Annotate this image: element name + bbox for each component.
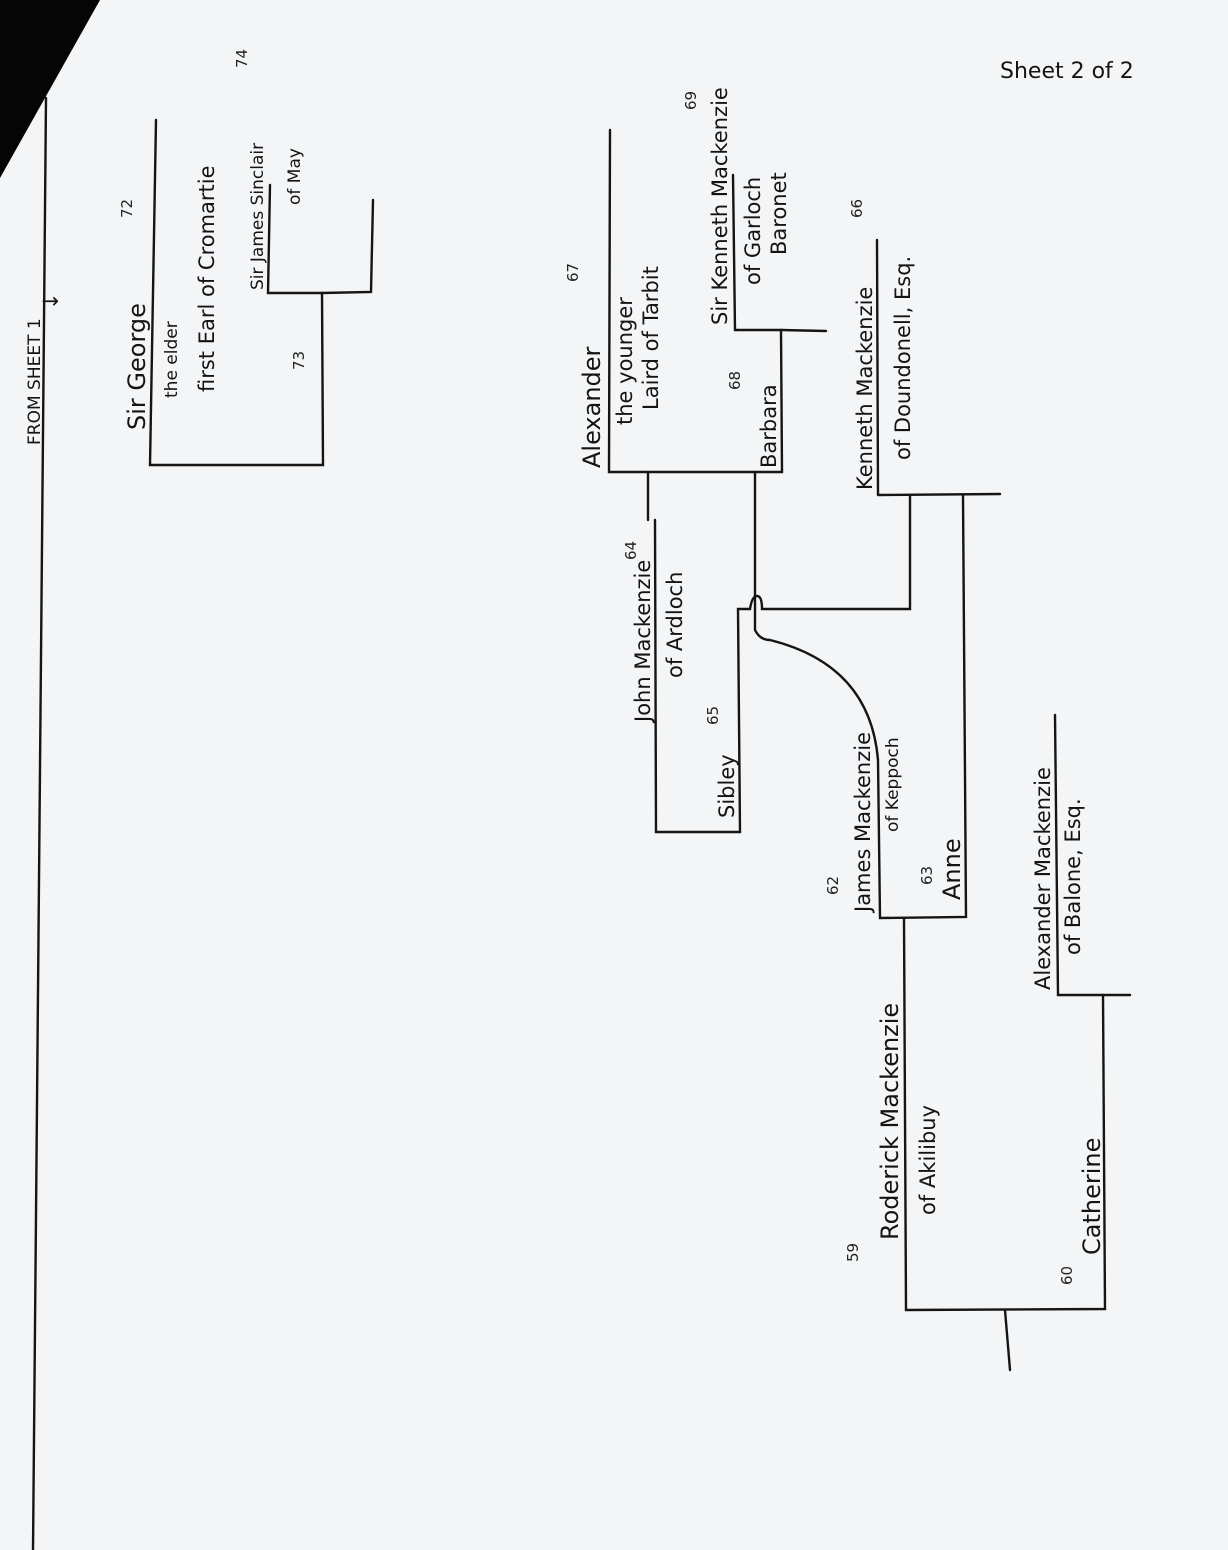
sheet-label: Sheet 2 of 2 <box>1000 59 1134 84</box>
from-sheet-label: FROM SHEET 1 <box>25 318 45 445</box>
ref-68: 68 <box>726 371 744 390</box>
catherine-name: Catherine <box>1078 1138 1106 1255</box>
connector-lines <box>148 118 1132 1372</box>
alexander-name: Alexander <box>578 346 606 468</box>
ref-60: 60 <box>1058 1266 1076 1285</box>
alexander-line2: the younger <box>613 297 637 425</box>
scan-corner-fold <box>0 0 100 178</box>
sir-kenneth-name: Sir Kenneth Mackenzie <box>708 87 732 325</box>
alexander-balone-line2: of Balone, Esq. <box>1061 798 1085 955</box>
sir-george-title: first Earl of Cromartie <box>195 165 219 392</box>
ref-73: 73 <box>290 351 308 370</box>
sir-george-name: Sir George <box>123 303 151 430</box>
sir-kenneth-line3: Baronet <box>767 172 791 255</box>
roderick-line2: of Akilibuy <box>916 1105 940 1215</box>
sir-kenneth-line2: of Garloch <box>741 177 765 285</box>
ref-72: 72 <box>118 199 136 218</box>
sir-james-sinclair-line2: of May <box>285 148 305 205</box>
kenneth-name: Kenneth Mackenzie <box>853 287 877 490</box>
john-name: John Mackenzie <box>631 560 655 724</box>
kenneth-line2: of Doundonell, Esq. <box>891 256 915 460</box>
ref-64: 64 <box>622 541 640 560</box>
ref-65: 65 <box>704 706 722 725</box>
margin-line <box>31 96 48 1550</box>
ref-66: 66 <box>848 199 866 218</box>
ref-74: 74 <box>233 49 251 68</box>
sir-george-line2: the elder <box>162 321 182 398</box>
alexander-line3: Laird of Tarbit <box>639 266 663 410</box>
barbara-name: Barbara <box>757 384 781 468</box>
james-line2: of Keppoch <box>883 737 903 832</box>
sibley-name: Sibley <box>715 754 739 818</box>
roderick-name: Roderick Mackenzie <box>876 1003 904 1240</box>
ref-62: 62 <box>824 876 842 895</box>
ref-63: 63 <box>918 866 936 885</box>
ref-69: 69 <box>682 91 700 110</box>
down-arrow-icon: ↓ <box>39 292 63 310</box>
alexander-balone-name: Alexander Mackenzie <box>1031 767 1055 990</box>
james-name: James Mackenzie <box>851 732 875 914</box>
sir-james-sinclair-name: Sir James Sinclair <box>248 143 268 290</box>
john-line2: of Ardloch <box>663 572 687 678</box>
ref-59: 59 <box>844 1243 862 1262</box>
ref-67: 67 <box>564 263 582 282</box>
anne-name: Anne <box>938 838 966 900</box>
